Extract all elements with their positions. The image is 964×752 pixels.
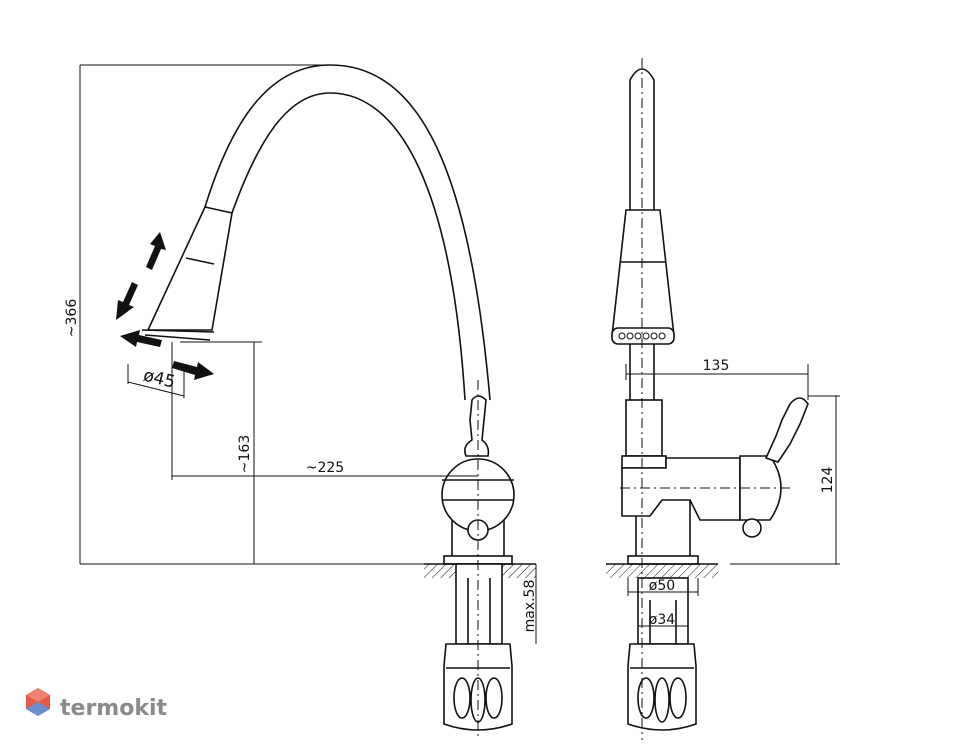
side-dimensions — [79, 64, 537, 644]
gooseneck-hose — [204, 64, 491, 401]
front-view — [606, 58, 809, 740]
shank-front — [637, 577, 689, 645]
arrow-right-icon — [172, 361, 214, 380]
label-height-total: ~366 — [64, 299, 80, 338]
label-shank-diameter: ø34 — [649, 612, 675, 628]
label-spout-reach: ~225 — [306, 460, 344, 476]
spray-head-front — [611, 209, 675, 337]
label-body-height: 124 — [820, 467, 836, 494]
shank — [455, 563, 503, 645]
arrow-left-icon — [120, 330, 162, 347]
gooseneck-hose-inner — [231, 92, 466, 401]
arrow-up-icon — [146, 232, 166, 270]
front-dimensions — [625, 364, 840, 627]
motion-arrows — [116, 232, 214, 380]
brand-name: termokit — [60, 696, 167, 721]
spray-head — [146, 206, 233, 331]
countertop-hatch-front — [606, 564, 718, 578]
mounting-nut-front — [627, 643, 697, 731]
lever-handle-front — [764, 397, 809, 463]
lever-handle — [464, 395, 490, 457]
label-mount-thickness: max.58 — [522, 580, 538, 633]
label-base-diameter: ø50 — [649, 578, 675, 594]
arrow-down-icon — [116, 282, 138, 320]
label-handle-offset: 135 — [703, 358, 730, 374]
body-front — [621, 457, 741, 521]
side-view — [141, 64, 536, 740]
brand-logo — [26, 688, 50, 716]
label-spout-height: ~163 — [237, 435, 253, 473]
base-plate-front — [627, 555, 699, 565]
